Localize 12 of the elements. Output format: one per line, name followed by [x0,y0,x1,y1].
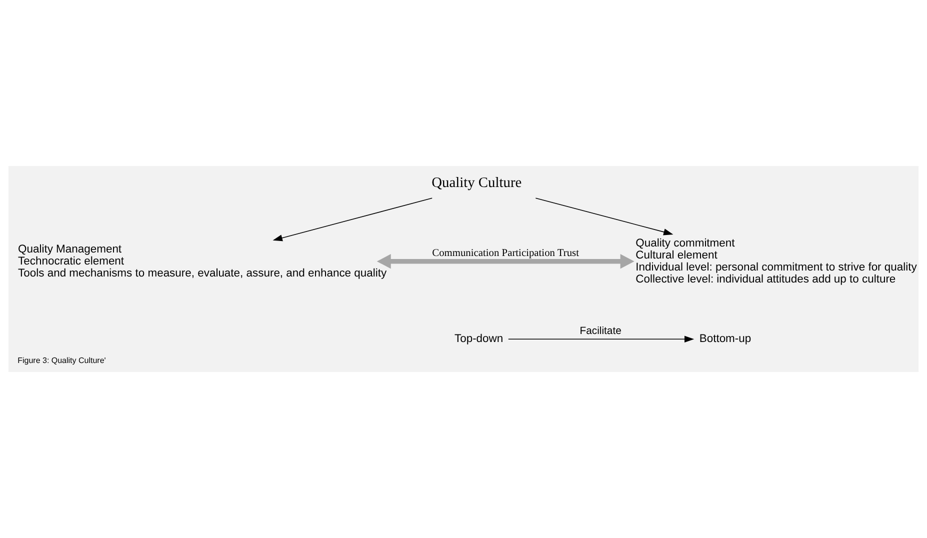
edge-label: Communication Participation Trust [432,248,580,260]
node-text: Quality Management Technocratic element Tools and mechanisms to measure, evaluate, assure, and enhance quality [18,243,387,280]
arrow [272,198,432,242]
arrow [376,254,634,269]
edge-label: Facilitate [580,326,622,337]
node-text: Quality Culture [432,175,522,192]
node-text: Quality commitment Cultural element Individual level: personal commitment to strive for quality Collective level: individual attitudes add up to culture [636,237,917,286]
caption: Figure 3: Quality Culture' [18,356,106,366]
node-text: Bottom-up [699,333,752,346]
arrow [535,198,674,236]
node-text: Top-down [454,333,504,346]
arrow [508,336,694,342]
